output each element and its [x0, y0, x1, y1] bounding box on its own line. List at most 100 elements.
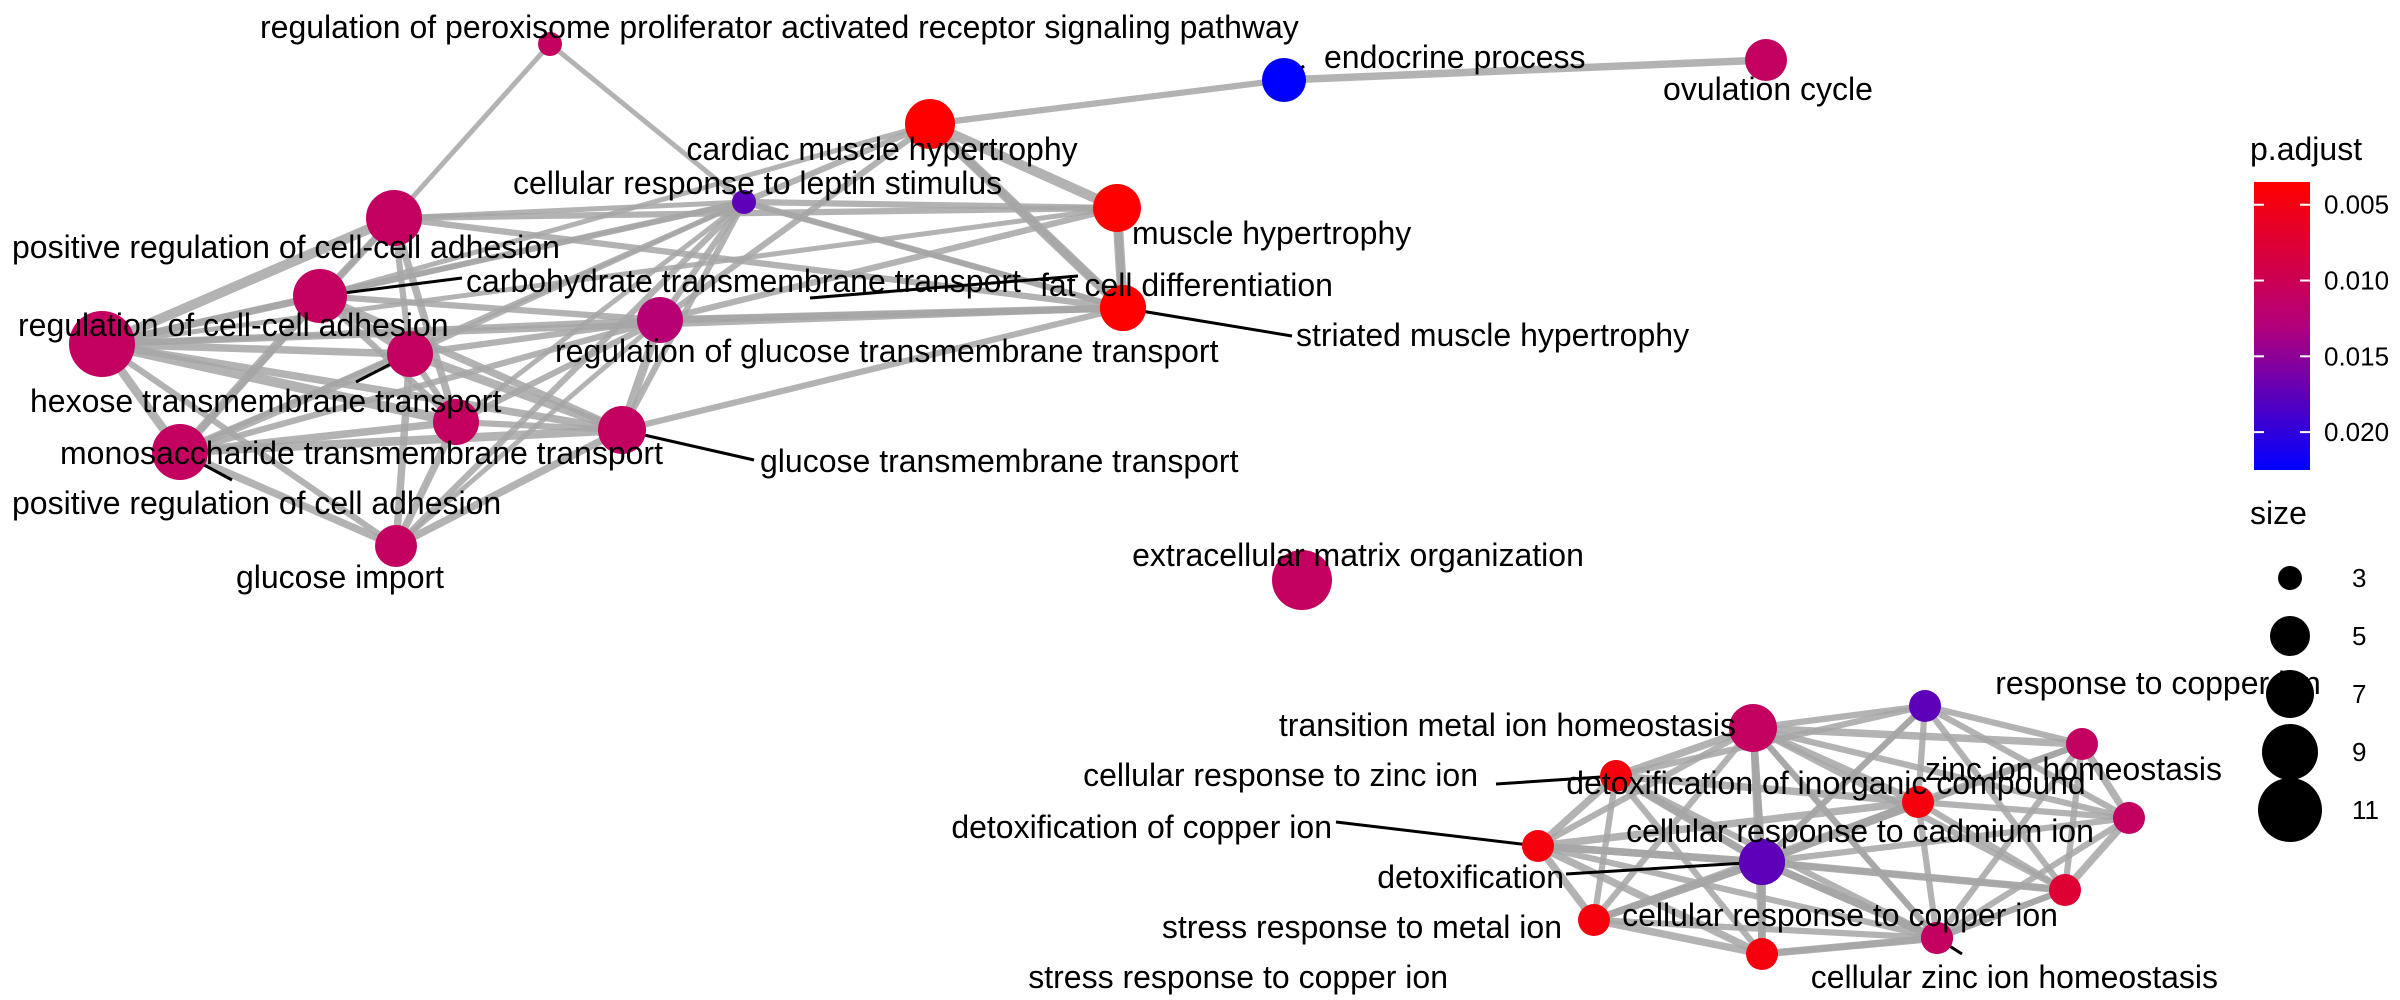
- node-regccadh[interactable]: [69, 311, 135, 377]
- edge-copperion-detox: [1758, 702, 1929, 866]
- node-ppar[interactable]: [538, 32, 562, 56]
- node-label-stressmetal: stress response to metal ion: [1162, 909, 1562, 945]
- node-glucoseimport[interactable]: [375, 525, 417, 567]
- node-label-fatcell: fat cell differentiation: [1040, 267, 1333, 303]
- node-striated[interactable]: [1100, 285, 1146, 331]
- edge-mono-glucoseimport: [176, 448, 400, 550]
- node-label-cellcopper: cellular response to copper ion: [1622, 897, 2058, 933]
- node-extra1[interactable]: [2113, 802, 2145, 834]
- color-legend-title: p.adjust: [2250, 131, 2362, 167]
- label-leader-line: [809, 274, 1079, 300]
- color-legend-tick-label: 0.005: [2324, 190, 2389, 220]
- node-cardiac[interactable]: [905, 99, 955, 149]
- edge-ppar-posccadh: [391, 41, 553, 221]
- node-label-posccadh: positive regulation of cell-cell adhesio…: [12, 229, 560, 265]
- edge-cellzinc-detoxinorg: [1612, 772, 1922, 806]
- edge-hexose-mono: [175, 349, 415, 457]
- edge-regglucose-mono: [176, 316, 664, 456]
- node-cellzinc[interactable]: [1600, 760, 1632, 792]
- node-zinchomeo[interactable]: [2066, 728, 2098, 760]
- node-label-musclehyp: muscle hypertrophy: [1132, 215, 1411, 251]
- node-glucosetrans[interactable]: [598, 406, 646, 454]
- edge-regglucose-hexose: [406, 316, 664, 358]
- edge-stresscopper-cellzinchomeo: [1758, 934, 1941, 958]
- size-legend-dot: [2270, 616, 2310, 656]
- edge-posccadh-poscadh: [390, 214, 460, 426]
- edge-cardiac-regglucose: [656, 120, 934, 324]
- node-musclehyp[interactable]: [1093, 184, 1141, 232]
- edge-detoxcopper-cellcopper: [1534, 842, 1941, 942]
- edge-detox-cellzinchomeo: [1758, 858, 1941, 942]
- node-regglucose[interactable]: [637, 297, 683, 343]
- node-label-cellzinchomeo: cellular zinc ion homeostasis: [1811, 959, 2218, 995]
- node-posccadh[interactable]: [366, 190, 422, 246]
- node-copperion[interactable]: [1909, 690, 1941, 722]
- node-transition[interactable]: [1729, 704, 1777, 752]
- node-endocrine[interactable]: [1262, 58, 1306, 102]
- edge-detoxinorg-extra1: [1914, 798, 2133, 822]
- node-carbo[interactable]: [293, 269, 347, 323]
- node-cellzinchomeo[interactable]: [1921, 922, 1953, 954]
- node-poscadh[interactable]: [433, 399, 479, 445]
- size-legend-label: 11: [2352, 795, 2379, 825]
- node-ovulation[interactable]: [1745, 39, 1787, 81]
- edge-stressmetal-stresscopper: [1590, 916, 1766, 958]
- node-label-ovulation: ovulation cycle: [1663, 71, 1873, 107]
- edge-layer: [97, 41, 2133, 958]
- edge-leptin-posccadh: [391, 199, 747, 221]
- size-legend-dot: [2258, 778, 2322, 842]
- node-label-detox: detoxification: [1377, 859, 1564, 895]
- edge-copperion-detoxinorg: [1914, 702, 1929, 806]
- node-hexose[interactable]: [387, 331, 433, 377]
- edge-transition-extra1: [1749, 724, 2133, 822]
- edge-posccadh-regccadh: [97, 213, 399, 349]
- node-mono[interactable]: [152, 424, 208, 480]
- node-label-leptin: cellular response to leptin stimulus: [513, 165, 1002, 201]
- edge-glucosetrans-glucoseimport: [392, 426, 626, 550]
- edge-copperion-extra2: [1921, 702, 2069, 894]
- size-legend-dot: [2266, 670, 2314, 718]
- edge-cardiac-musclehyp: [925, 119, 1122, 213]
- node-extra2[interactable]: [2049, 874, 2081, 906]
- node-label-striated: striated muscle hypertrophy: [1296, 317, 1689, 353]
- size-legend-label: 9: [2352, 737, 2366, 767]
- edge-hexose-glucoseimport: [392, 350, 414, 550]
- edge-transition-detoxcopper: [1534, 724, 1757, 850]
- node-label-regglucose: regulation of glucose transmembrane tran…: [555, 333, 1219, 369]
- node-detoxcopper[interactable]: [1522, 830, 1554, 862]
- node-label-transition: transition metal ion homeostasis: [1279, 707, 1736, 743]
- edge-leptin-carbo: [317, 199, 747, 299]
- node-label-stresscopper: stress response to copper ion: [1028, 959, 1448, 995]
- edge-mono-glucosetrans: [175, 425, 627, 457]
- node-leptin[interactable]: [732, 190, 756, 214]
- size-legend-label: 3: [2352, 563, 2366, 593]
- node-stresscopper[interactable]: [1746, 938, 1778, 970]
- size-legend-dot: [2278, 566, 2302, 590]
- label-leader-line: [1335, 820, 1539, 848]
- edge-musclehyp-regglucose: [656, 204, 1121, 324]
- edge-regglucose-poscadh: [452, 316, 664, 426]
- edge-extra2-cellzinchomeo: [1933, 886, 2069, 942]
- color-legend-tick-label: 0.015: [2324, 341, 2389, 371]
- node-label-poscadh: positive regulation of cell adhesion: [12, 485, 501, 521]
- node-ecm[interactable]: [1272, 550, 1332, 610]
- edge-regglucose-glucoseimport: [393, 317, 663, 549]
- edge-glucosetrans-fatcell: [618, 304, 1127, 434]
- node-detox[interactable]: [1739, 839, 1785, 885]
- edge-ppar-leptin: [547, 41, 747, 205]
- node-label-detoxinorg: detoxification of inorganic compound: [1566, 765, 2085, 801]
- size-legend-title: size: [2250, 495, 2307, 531]
- label-leader-line: [1122, 306, 1293, 338]
- edge-cardiac-striated: [925, 119, 1128, 313]
- node-detoxinorg[interactable]: [1902, 786, 1934, 818]
- edge-carbo-mono: [175, 291, 325, 457]
- edge-zinchomeo-cellzinchomeo: [1933, 740, 2086, 942]
- edge-musclehyp-regccadh: [99, 205, 1120, 347]
- edge-stressmetal-cellcopper: [1590, 916, 1941, 942]
- edge-detoxinorg-cellcopper: [1914, 798, 1941, 942]
- edge-carbo-regglucose: [316, 292, 664, 324]
- edge-musclehyp-posccadh: [390, 204, 1121, 222]
- label-leader-line: [1495, 774, 1617, 786]
- node-stressmetal[interactable]: [1578, 904, 1610, 936]
